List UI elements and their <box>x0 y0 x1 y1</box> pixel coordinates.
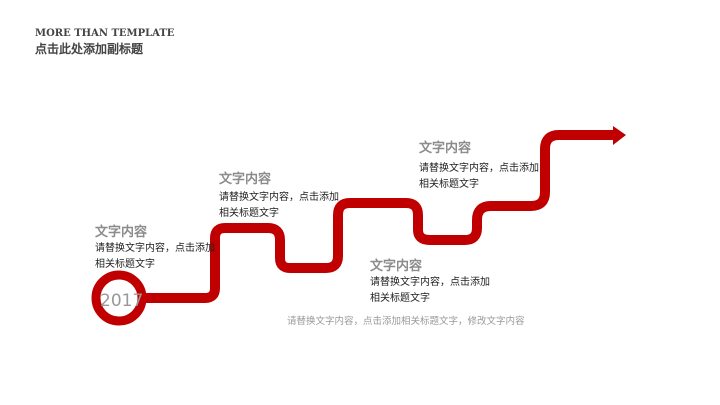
step-4-title: 文字内容 <box>419 141 472 156</box>
step-2-body: 请替换文字内容，点击添加相关标题文字 <box>219 192 339 219</box>
kicker-text: MORE THAN TEMPLATE <box>35 28 175 39</box>
year-label: 2017 <box>100 291 144 311</box>
step-4-body: 请替换文字内容，点击添加相关标题文字 <box>419 163 539 190</box>
step-3-body: 请替换文字内容，点击添加相关标题文字 <box>370 277 490 304</box>
subtitle[interactable]: 点击此处添加副标题 <box>35 42 144 56</box>
footer-text: 请替换文字内容，点击添加相关标题文字，修改文字内容 <box>287 316 525 327</box>
arrow-head-icon <box>613 126 626 145</box>
step-1-title: 文字内容 <box>95 225 148 240</box>
step-2-title: 文字内容 <box>219 172 272 187</box>
step-1-body: 请替换文字内容，点击添加相关标题文字 <box>95 243 215 270</box>
step-line <box>142 130 615 303</box>
step-3-title: 文字内容 <box>370 259 423 274</box>
